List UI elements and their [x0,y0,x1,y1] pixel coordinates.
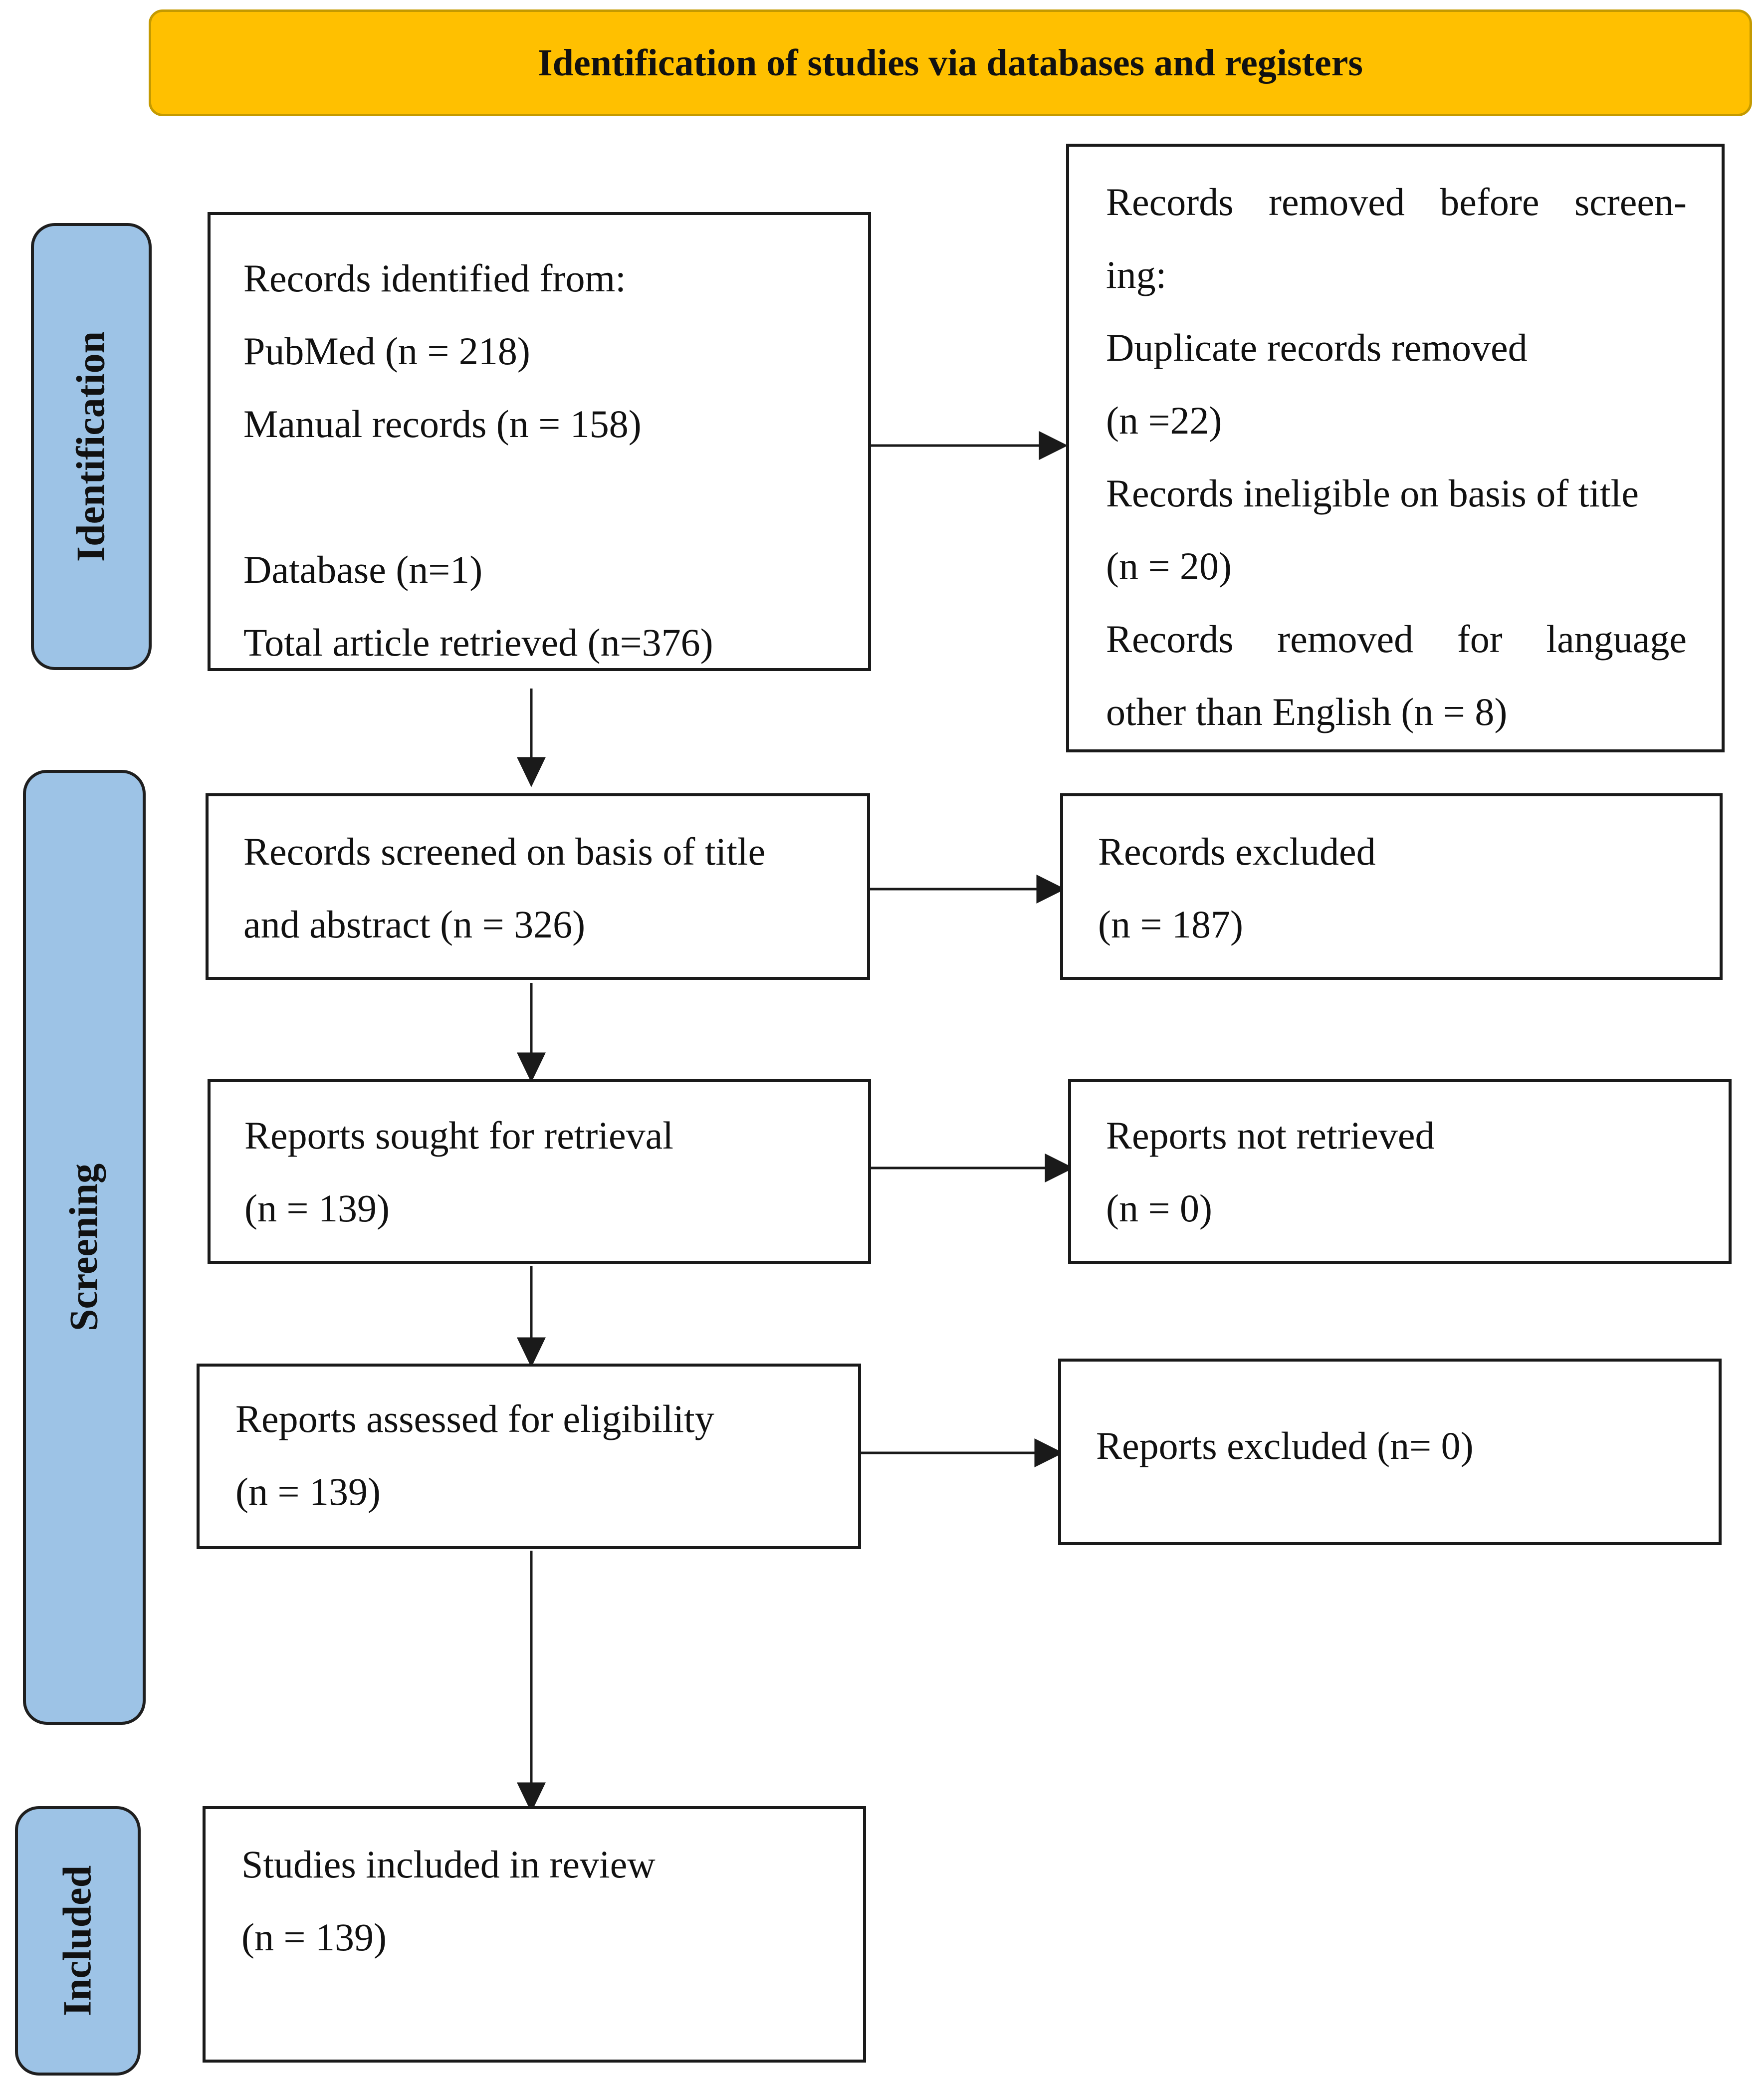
box-line: Records removed before screen- [1106,180,1687,224]
records-removed-box: Records removed before screen- ing: Dupl… [1066,144,1725,752]
box-line: Records identified from: [243,256,626,300]
box-line: (n = 139) [241,1915,387,1959]
flow-header: Identification of studies via databases … [149,9,1752,116]
box-line: Total article retrieved (n=376) [243,621,713,664]
records-screened-box: Records screened on basis of title and a… [206,793,870,980]
box-line: Duplicate records removed [1106,326,1528,369]
box-line: (n = 139) [235,1470,381,1513]
arrow-head [517,1337,546,1368]
arrow-head [1036,874,1066,904]
box-line: Reports assessed for eligibility [235,1397,714,1440]
box-line: Reports excluded (n= 0) [1096,1424,1474,1467]
box-line: Records excluded [1098,830,1376,873]
arrow-head [517,757,546,787]
box-line: (n = 0) [1106,1186,1212,1230]
records-identified-box: Records identified from: PubMed (n = 218… [208,212,871,671]
box-line: Reports not retrieved [1106,1114,1435,1157]
box-line: (n = 187) [1098,903,1243,946]
box-line: Records removed for language [1106,617,1687,661]
phase-identification: Identification [31,223,152,670]
phase-included: Included [15,1806,141,2076]
box-line: Records ineligible on basis of title [1106,471,1639,515]
records-excluded-box: Records excluded (n = 187) [1060,793,1723,980]
box-line: (n =22) [1106,399,1222,442]
reports-sought-box: Reports sought for retrieval (n = 139) [208,1079,871,1264]
reports-excluded-box: Reports excluded (n= 0) [1058,1359,1722,1545]
phase-screening: Screening [23,770,146,1725]
box-line: ing: [1106,253,1167,296]
reports-not-retrieved-box: Reports not retrieved (n = 0) [1068,1079,1732,1264]
arrow-head [517,1782,546,1813]
reports-assessed-box: Reports assessed for eligibility (n = 13… [197,1364,861,1549]
box-line: other than English (n = 8) [1106,690,1508,733]
box-line: Database (n=1) [243,548,483,591]
arrow-head [1034,1438,1064,1468]
box-line: and abstract (n = 326) [243,903,586,946]
box-line: Reports sought for retrieval [244,1114,673,1157]
arrow-head [517,1052,546,1083]
arrow-head [1039,431,1068,461]
arrow-head [1045,1153,1074,1183]
box-line: (n = 139) [244,1186,390,1230]
box-line: Manual records (n = 158) [243,402,642,446]
studies-included-box: Studies included in review (n = 139) [203,1806,866,2063]
box-line: (n = 20) [1106,544,1232,588]
box-line: Studies included in review [241,1843,656,1886]
flow-header-title: Identification of studies via databases … [538,41,1363,84]
box-line [243,461,868,533]
box-line: PubMed (n = 218) [243,329,530,373]
box-line: Records screened on basis of title [243,830,766,873]
